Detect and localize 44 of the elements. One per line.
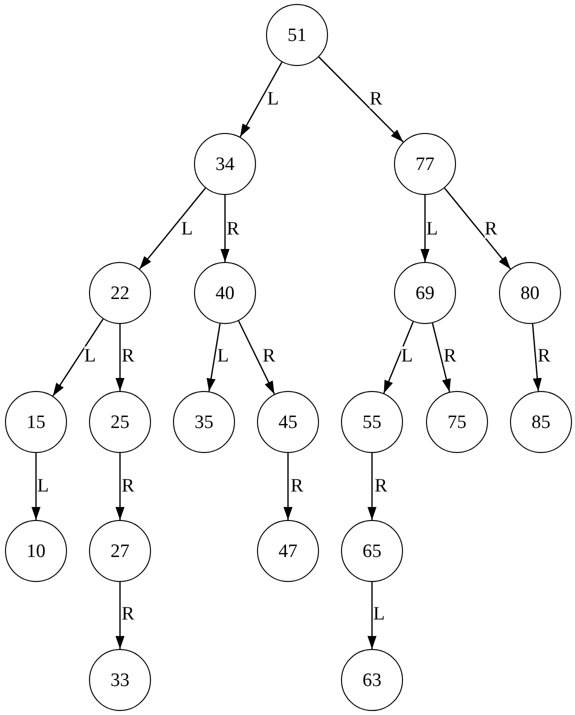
arrow bbox=[116, 324, 124, 391]
arrow bbox=[238, 320, 275, 394]
node-value: 10 bbox=[26, 542, 46, 560]
node-value: 35 bbox=[194, 412, 214, 432]
node-value: 27 bbox=[110, 542, 130, 560]
node-value: 77 bbox=[416, 154, 434, 174]
edge-label: R bbox=[370, 90, 382, 108]
arrow bbox=[284, 453, 292, 520]
arrow bbox=[240, 62, 282, 138]
arrow bbox=[116, 582, 124, 649]
node-value: 47 bbox=[278, 542, 298, 560]
node-value: 85 bbox=[532, 412, 550, 432]
arrow bbox=[32, 453, 40, 520]
arrow bbox=[532, 324, 542, 392]
arrow bbox=[444, 188, 511, 270]
arrow bbox=[432, 322, 451, 392]
node-value: 55 bbox=[362, 412, 382, 432]
node-value: 25 bbox=[110, 412, 130, 432]
arrow bbox=[206, 324, 221, 392]
arrow bbox=[220, 195, 230, 262]
node-value: 33 bbox=[110, 670, 130, 690]
arrow bbox=[383, 321, 414, 394]
node-value: 80 bbox=[520, 284, 540, 302]
tree-node-circle bbox=[394, 133, 456, 195]
arrow bbox=[139, 188, 206, 270]
edge-label: R bbox=[444, 346, 456, 366]
arrow bbox=[52, 318, 104, 396]
arrow bbox=[368, 582, 376, 649]
arrow bbox=[420, 195, 430, 262]
node-value: 75 bbox=[448, 412, 466, 432]
arrow bbox=[368, 453, 376, 520]
node-value: 22 bbox=[110, 284, 130, 302]
arrow bbox=[116, 453, 124, 520]
tree-node-circle bbox=[89, 262, 151, 324]
node-value: 65 bbox=[362, 542, 382, 560]
edge-label: R bbox=[484, 220, 498, 238]
node-value: 63 bbox=[362, 670, 382, 690]
node-value: 69 bbox=[416, 284, 434, 302]
arrow bbox=[318, 56, 404, 142]
node-value: 45 bbox=[278, 412, 298, 432]
node-value: 34 bbox=[216, 154, 234, 174]
node-value: 40 bbox=[216, 284, 234, 302]
node-value: 15 bbox=[26, 412, 46, 432]
node-value: 51 bbox=[288, 26, 306, 44]
